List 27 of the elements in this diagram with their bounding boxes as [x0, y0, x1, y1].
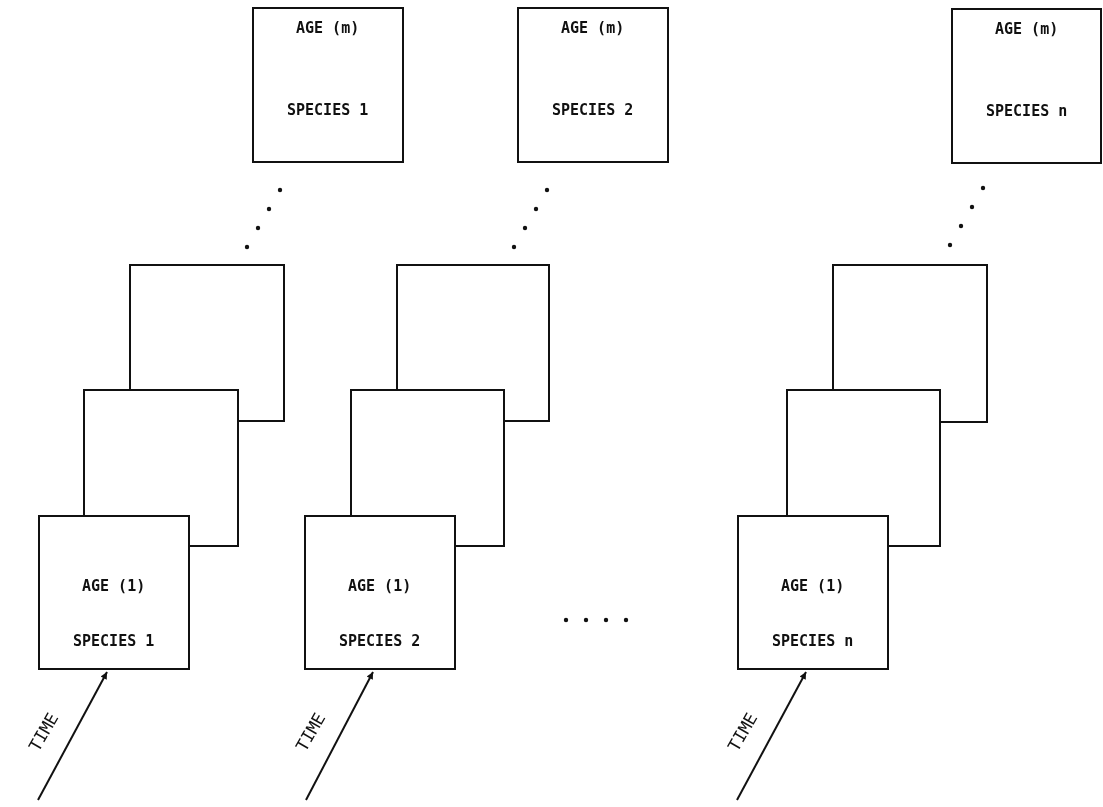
species-label: SPECIES n — [986, 102, 1068, 120]
card-box — [517, 7, 669, 163]
card-outline — [350, 389, 505, 547]
card-outline — [832, 264, 988, 423]
arrow — [736, 671, 807, 801]
species-label: SPECIES 2 — [339, 632, 421, 650]
card-box — [951, 8, 1102, 164]
arrow — [305, 671, 374, 801]
card-box — [252, 7, 404, 163]
species-label: SPECIES 2 — [552, 101, 634, 119]
card-box — [304, 515, 456, 670]
arrow — [37, 671, 108, 801]
species-label: SPECIES 1 — [73, 632, 155, 650]
card-outline — [396, 264, 550, 422]
species-label: SPECIES 1 — [287, 101, 369, 119]
age-label: AGE (1) — [781, 577, 845, 595]
age-label: AGE (m) — [995, 20, 1059, 38]
age-label: AGE (1) — [348, 577, 412, 595]
species-label: SPECIES n — [772, 632, 854, 650]
card-box — [38, 515, 190, 670]
age-label: AGE (m) — [561, 19, 625, 37]
age-label: AGE (1) — [82, 577, 146, 595]
card-outline — [83, 389, 239, 547]
age-label: AGE (m) — [296, 19, 360, 37]
card-outline — [786, 389, 941, 547]
card-box — [737, 515, 889, 670]
card-outline — [129, 264, 285, 422]
